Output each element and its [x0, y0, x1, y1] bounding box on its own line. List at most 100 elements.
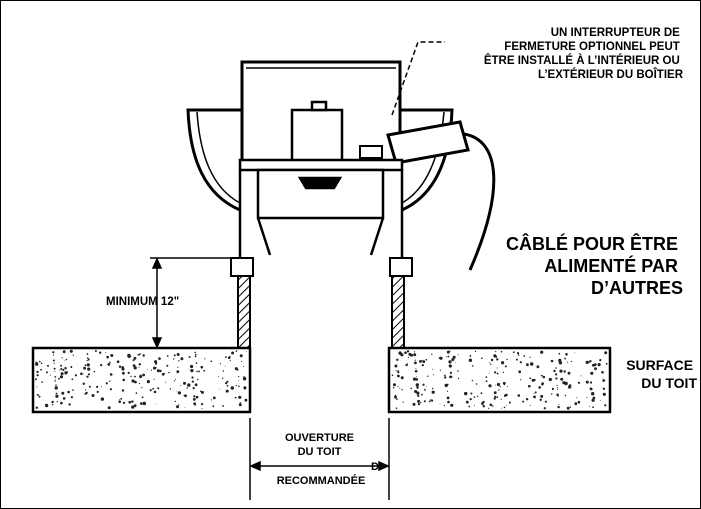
concrete-speck	[44, 403, 49, 408]
concrete-speck	[485, 380, 488, 383]
concrete-speck	[471, 379, 474, 382]
roof-surface-line-1: SURFACE	[626, 357, 693, 373]
concrete-speck	[559, 369, 563, 373]
concrete-speck	[550, 359, 554, 363]
concrete-speck	[60, 368, 63, 370]
concrete-speck	[468, 405, 471, 408]
concrete-speck	[590, 371, 594, 375]
concrete-speck	[562, 381, 566, 385]
concrete-speck	[190, 364, 194, 369]
concrete-speck	[70, 366, 73, 368]
concrete-speck	[465, 400, 469, 404]
concrete-speck	[425, 385, 427, 387]
concrete-speck	[490, 358, 494, 362]
concrete-speck	[457, 370, 459, 372]
roof-surface-label: SURFACE DU TOIT	[626, 357, 697, 391]
concrete-speck	[100, 386, 102, 388]
concrete-speck	[203, 369, 206, 372]
concrete-speck	[432, 368, 434, 370]
concrete-speck	[558, 403, 560, 405]
concrete-speck	[476, 395, 479, 398]
concrete-speck	[149, 389, 152, 392]
concrete-speck	[199, 390, 202, 392]
concrete-speck	[415, 383, 419, 387]
concrete-speck	[86, 360, 88, 362]
concrete-speck	[52, 354, 55, 356]
concrete-speck	[446, 350, 450, 354]
concrete-speck	[60, 364, 63, 367]
concrete-speck	[87, 357, 89, 359]
concrete-speck	[560, 377, 564, 381]
concrete-speck	[402, 401, 404, 403]
concrete-speck	[482, 405, 485, 408]
concrete-speck	[196, 370, 198, 373]
concrete-speck	[64, 367, 67, 370]
concrete-speck	[422, 360, 426, 363]
concrete-speck	[131, 379, 135, 383]
concrete-speck	[154, 360, 157, 364]
concrete-speck	[227, 356, 231, 360]
concrete-speck	[415, 367, 417, 369]
concrete-speck	[165, 381, 167, 383]
concrete-speck	[132, 364, 136, 367]
concrete-speck	[449, 350, 451, 352]
concrete-speck	[446, 396, 450, 400]
concrete-speck	[239, 354, 243, 358]
concrete-speck	[85, 389, 87, 391]
concrete-speck	[446, 356, 448, 358]
concrete-speck	[246, 351, 248, 353]
concrete-speck	[488, 373, 490, 374]
concrete-speck	[496, 382, 501, 387]
concrete-speck	[38, 396, 40, 398]
concrete-speck	[569, 406, 571, 408]
concrete-speck	[121, 389, 125, 392]
concrete-speck	[494, 395, 496, 398]
concrete-speck	[447, 400, 450, 404]
concrete-speck	[227, 381, 229, 383]
concrete-speck	[219, 363, 221, 365]
concrete-speck	[556, 384, 558, 386]
concrete-speck	[35, 362, 39, 366]
concrete-speck	[176, 353, 180, 356]
concrete-speck	[395, 407, 398, 410]
concrete-speck	[452, 355, 456, 359]
concrete-speck	[244, 398, 248, 402]
concrete-speck	[87, 358, 90, 361]
concrete-speck	[61, 391, 65, 395]
concrete-speck	[491, 405, 494, 407]
concrete-speck	[515, 358, 518, 361]
concrete-speck	[62, 368, 65, 371]
concrete-speck	[197, 378, 199, 381]
concrete-speck	[36, 386, 38, 388]
concrete-speck	[238, 380, 239, 382]
concrete-speck	[56, 401, 59, 403]
concrete-speck	[194, 355, 197, 358]
concrete-speck	[173, 358, 175, 360]
concrete-speck	[412, 377, 417, 381]
concrete-speck	[530, 362, 534, 366]
concrete-speck	[450, 403, 454, 407]
concrete-speck	[83, 367, 86, 370]
concrete-speck	[191, 376, 194, 379]
concrete-speck	[230, 386, 234, 390]
concrete-speck	[72, 354, 74, 356]
concrete-speck	[439, 369, 441, 371]
concrete-speck	[122, 401, 126, 404]
concrete-speck	[489, 362, 491, 364]
concrete-speck	[122, 378, 125, 382]
concrete-speck	[107, 406, 111, 410]
concrete-speck	[405, 363, 408, 367]
concrete-speck	[184, 407, 186, 409]
concrete-speck	[414, 361, 417, 365]
concrete-speck	[243, 365, 245, 367]
concrete-speck	[496, 372, 499, 375]
concrete-speck	[448, 360, 452, 364]
concrete-speck	[192, 398, 196, 401]
concrete-speck	[427, 375, 429, 377]
concrete-speck	[475, 383, 478, 385]
concrete-speck	[188, 369, 190, 370]
concrete-speck	[577, 381, 581, 384]
concrete-speck	[566, 406, 570, 410]
concrete-speck	[142, 401, 146, 406]
concrete-speck	[481, 402, 484, 405]
